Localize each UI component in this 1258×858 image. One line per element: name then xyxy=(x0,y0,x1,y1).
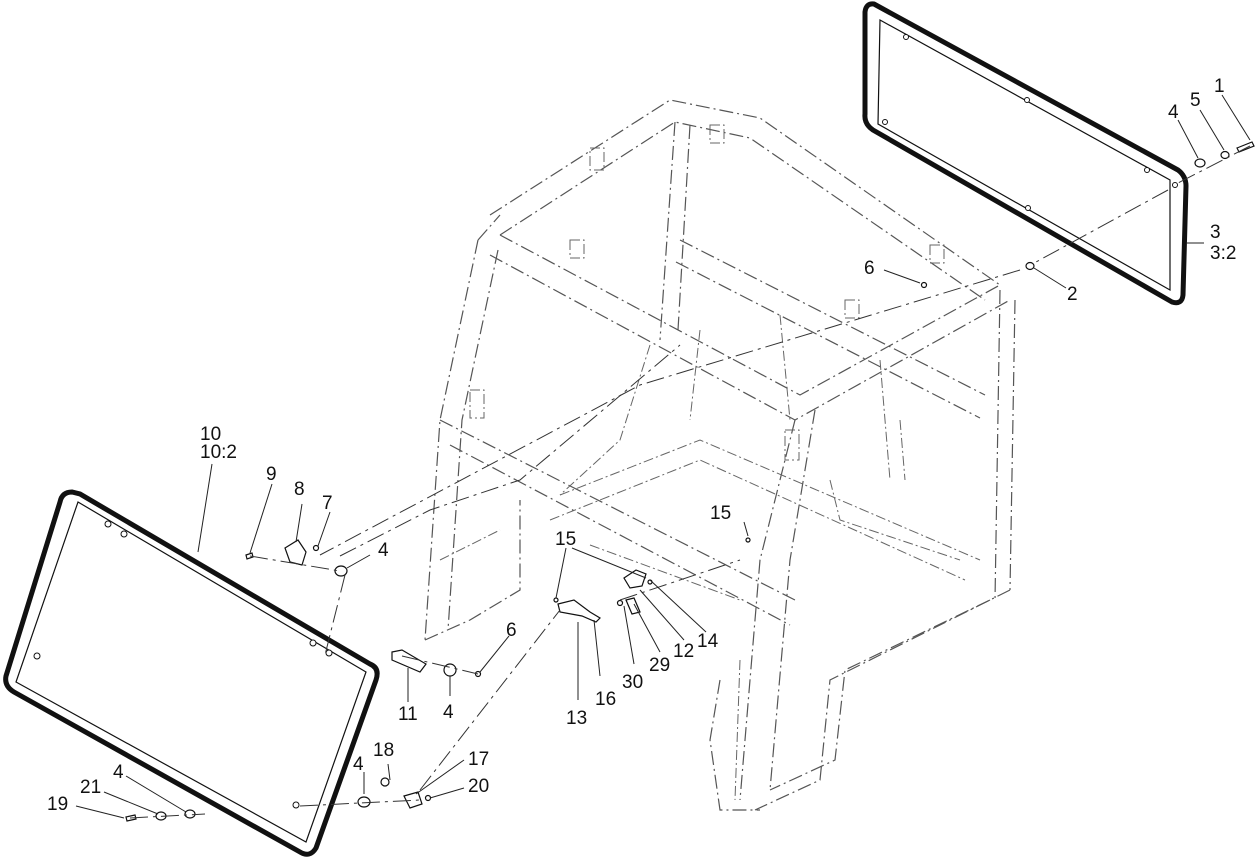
callout-1: 1 xyxy=(1214,76,1225,97)
callout-13: 13 xyxy=(566,708,587,729)
callout-14: 14 xyxy=(697,631,719,652)
callout-4: 4 xyxy=(378,540,389,561)
callout-10: 10 xyxy=(200,424,221,445)
callout-8: 8 xyxy=(294,479,305,500)
callout-19: 19 xyxy=(47,794,68,815)
callout-30: 30 xyxy=(622,672,643,693)
callout-3: 3 xyxy=(1210,222,1221,243)
callout-20: 20 xyxy=(468,776,489,797)
hinge-hardware xyxy=(125,537,751,822)
callout-labels: 1 5 4 3 3:2 6 2 10 10:2 9 8 7 4 15 15 6 … xyxy=(47,76,1236,815)
callout-3-2: 3:2 xyxy=(1210,243,1236,264)
callout-7: 7 xyxy=(322,493,333,514)
callout-15: 15 xyxy=(555,529,576,550)
callout-16: 16 xyxy=(595,689,616,710)
callout-9: 9 xyxy=(266,464,277,485)
rear-glass-hardware xyxy=(920,141,1255,289)
callout-12: 12 xyxy=(673,641,694,662)
callout-18: 18 xyxy=(373,740,394,761)
cab-frame xyxy=(424,99,1016,811)
callout-6: 6 xyxy=(506,620,517,641)
upper-centerlines xyxy=(319,145,1251,556)
callout-17: 17 xyxy=(468,749,489,770)
callout-21: 21 xyxy=(80,777,101,798)
callout-5: 5 xyxy=(1190,90,1201,111)
lower-centerlines xyxy=(129,344,741,819)
callout-10-2: 10:2 xyxy=(200,442,237,463)
callout-4: 4 xyxy=(443,702,454,723)
callout-2: 2 xyxy=(1067,284,1078,305)
callout-29: 29 xyxy=(649,655,670,676)
rear-window-glass xyxy=(862,1,1189,306)
callout-4: 4 xyxy=(1168,102,1179,123)
leader-lines xyxy=(75,94,1251,819)
callout-11: 11 xyxy=(398,704,418,725)
callout-4: 4 xyxy=(113,762,124,783)
callout-4: 4 xyxy=(353,754,364,775)
door-window-glass xyxy=(3,489,380,857)
callout-6: 6 xyxy=(864,258,875,279)
callout-15: 15 xyxy=(710,503,731,524)
